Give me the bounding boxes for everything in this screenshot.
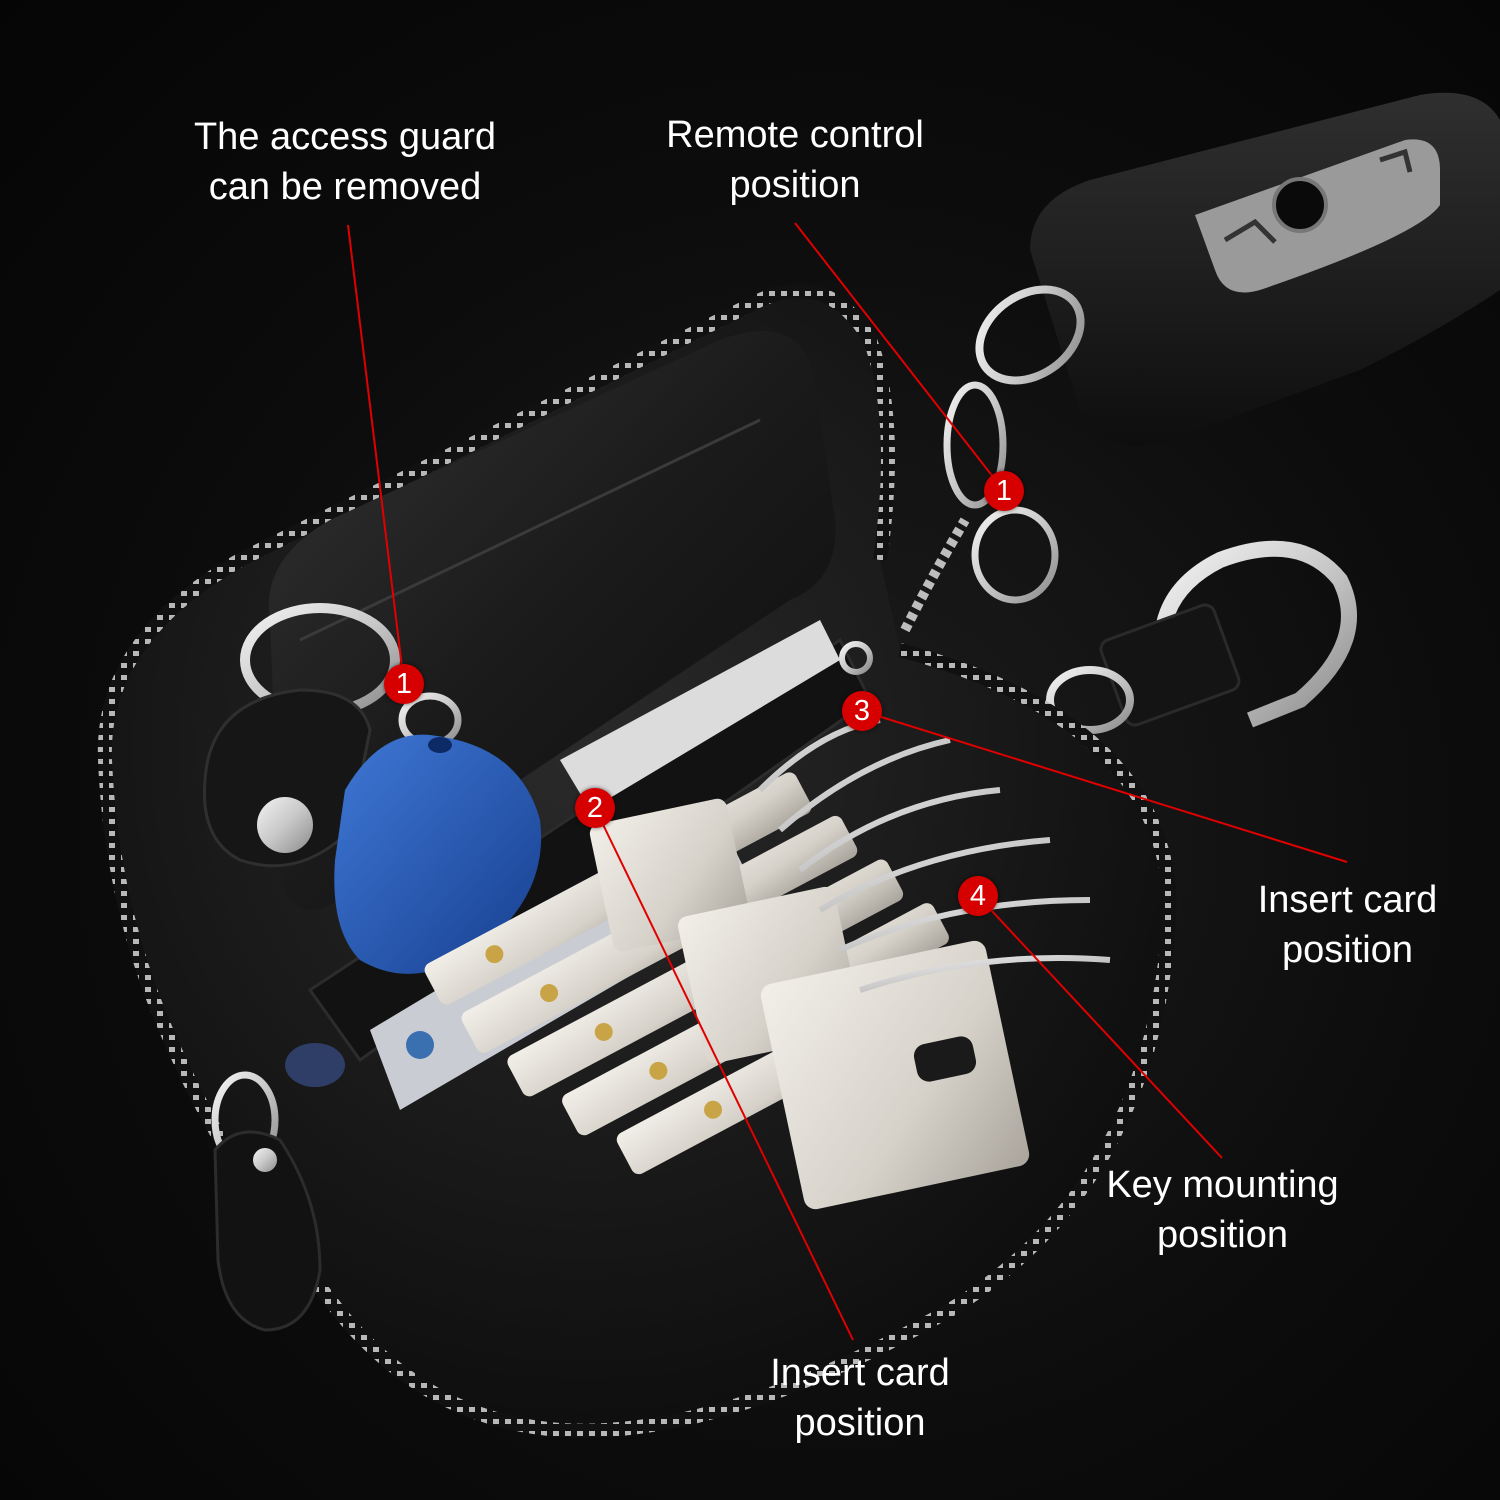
keyring-icon [900, 285, 1085, 633]
marker-insert-card-bottom: 2 [575, 788, 615, 828]
callout-line: The access guard [193, 116, 497, 158]
callout-line: Remote control [666, 114, 924, 156]
callout-insert-card-right: Insert card position [1245, 875, 1450, 975]
callout-remote-control: Remote control position [655, 110, 935, 210]
leader-lines [347, 222, 1348, 1341]
marker-access-guard: 1 [384, 664, 424, 704]
zipper-icon [211, 1043, 345, 1332]
callout-access-guard: The access guard can be removed [185, 112, 505, 212]
marker-insert-card-right: 3 [842, 691, 882, 731]
callout-line: position [794, 1402, 926, 1444]
blue-rfid-fob-icon [202, 603, 542, 974]
callout-line: Insert card [1257, 879, 1438, 921]
callout-line: can be removed [208, 166, 482, 208]
marker-remote-control: 1 [984, 471, 1024, 511]
callout-line: position [1282, 929, 1413, 971]
callout-line: Insert card [770, 1352, 950, 1394]
lobster-clasp-icon [1046, 540, 1357, 734]
metal-keys-icon [424, 717, 1111, 1210]
car-remote-key-icon [1030, 92, 1500, 446]
callout-key-mounting: Key mounting position [1095, 1160, 1350, 1260]
callout-insert-card-bottom: Insert card position [755, 1348, 965, 1448]
callout-line: position [1157, 1214, 1288, 1256]
callout-line: Key mounting [1106, 1164, 1339, 1206]
callout-line: position [729, 164, 861, 206]
marker-key-mounting: 4 [958, 876, 998, 916]
